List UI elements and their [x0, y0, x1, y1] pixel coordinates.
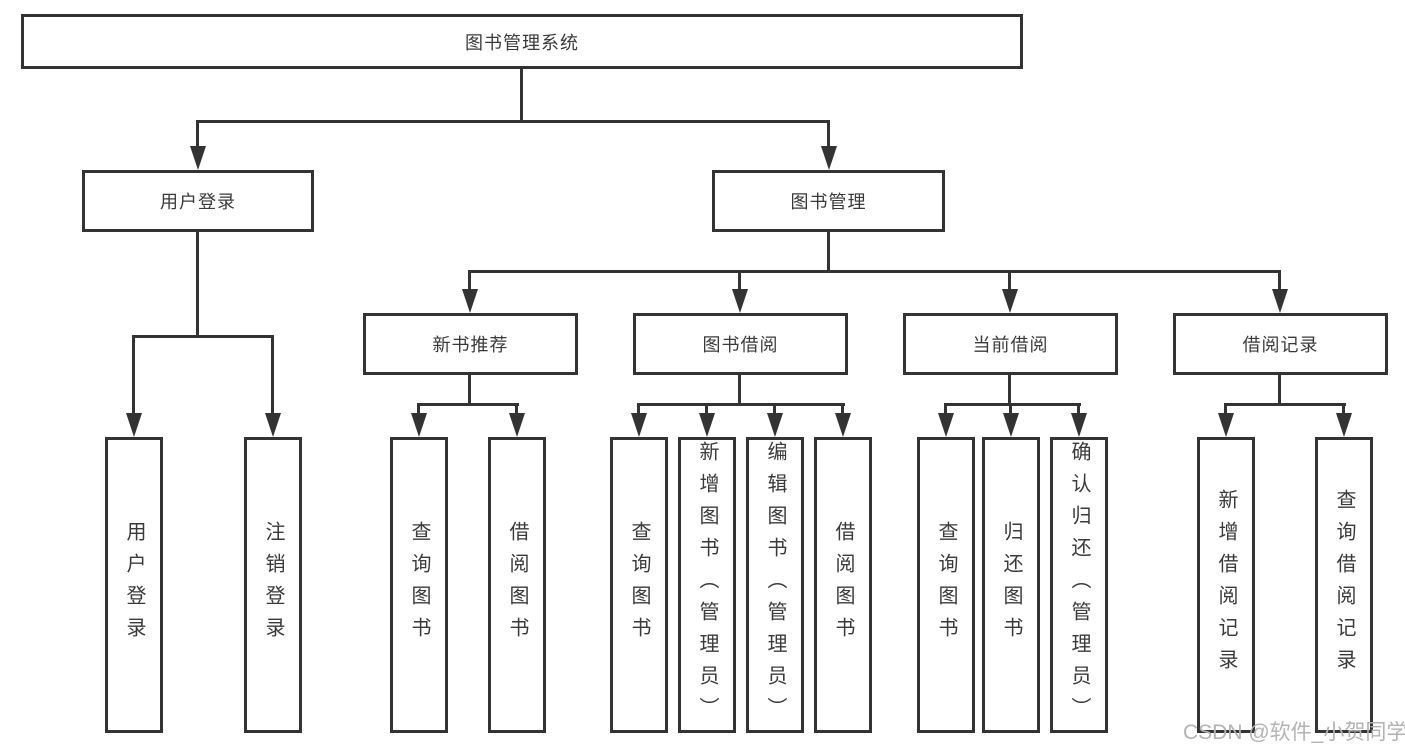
leaf-label: 查询图书	[628, 521, 650, 649]
connector-line	[468, 375, 471, 405]
arrowhead-icon	[631, 413, 647, 437]
leaf-label: 查询图书	[935, 521, 957, 649]
leaf-label: 借阅图书	[832, 521, 854, 649]
connector-line	[637, 403, 845, 406]
connector-line	[944, 403, 1081, 406]
node-leaf-user-login: 用户登录	[105, 437, 163, 733]
arrowhead-icon	[1071, 413, 1087, 437]
connector-line	[841, 403, 844, 413]
connector-line	[637, 403, 640, 413]
leaf-label: 新增图书（管理员）	[696, 441, 718, 729]
connector-line	[196, 232, 199, 335]
arrowhead-icon	[190, 146, 206, 170]
arrowhead-icon	[462, 289, 478, 313]
node-borrow-records: 借阅记录	[1173, 313, 1388, 375]
node-new-book-recommend: 新书推荐	[363, 313, 578, 375]
node-leaf-borrow-books: 借阅图书	[814, 437, 872, 733]
node-user-login: 用户登录	[82, 170, 314, 232]
connector-line	[271, 335, 274, 413]
node-current-borrow: 当前借阅	[903, 313, 1118, 375]
leaf-label: 用户登录	[123, 521, 145, 649]
connector-line	[773, 403, 776, 413]
arrowhead-icon	[411, 413, 427, 437]
node-leaf-return-books: 归还图书	[982, 437, 1040, 733]
node-leaf-add-borrow-record: 新增借阅记录	[1197, 437, 1255, 733]
connector-line	[1278, 270, 1281, 289]
watermark-text: CSDN @软件_小贺同学	[1183, 721, 1405, 744]
arrowhead-icon	[835, 413, 851, 437]
node-book-borrow: 图书借阅	[633, 313, 848, 375]
connector-line	[738, 270, 741, 289]
arrowhead-icon	[699, 413, 715, 437]
connector-line	[468, 270, 1281, 273]
arrowhead-icon	[1272, 289, 1288, 313]
arrowhead-icon	[126, 413, 142, 437]
arrowhead-icon	[1336, 413, 1352, 437]
leaf-label: 注销登录	[262, 521, 284, 649]
node-leaf-confirm-return-admin: 确认归还（管理员）	[1050, 437, 1108, 733]
connector-line	[132, 335, 274, 338]
connector-line	[738, 375, 741, 405]
arrowhead-icon	[509, 413, 525, 437]
leaf-label: 查询借阅记录	[1333, 489, 1355, 681]
connector-line	[1008, 270, 1011, 289]
connector-line	[1224, 403, 1227, 413]
connector-line	[705, 403, 708, 413]
node-leaf-query-books-current: 查询图书	[917, 437, 975, 733]
connector-line	[1342, 403, 1345, 413]
node-root: 图书管理系统	[21, 14, 1023, 69]
node-leaf-logout: 注销登录	[244, 437, 302, 733]
connector-line	[1077, 403, 1080, 413]
arrowhead-icon	[821, 146, 837, 170]
node-leaf-add-books-admin: 新增图书（管理员）	[678, 437, 736, 733]
node-book-management: 图书管理	[712, 170, 945, 232]
arrowhead-icon	[265, 413, 281, 437]
node-leaf-query-books-recommend: 查询图书	[390, 437, 448, 733]
connector-line	[196, 120, 830, 123]
arrowhead-icon	[767, 413, 783, 437]
connector-line	[1224, 403, 1346, 406]
arrowhead-icon	[1218, 413, 1234, 437]
leaf-label: 新增借阅记录	[1215, 489, 1237, 681]
leaf-label: 借阅图书	[506, 521, 528, 649]
arrowhead-icon	[732, 289, 748, 313]
connector-line	[1009, 403, 1012, 413]
node-leaf-borrow-books-recommend: 借阅图书	[488, 437, 546, 733]
leaf-label: 归还图书	[1000, 521, 1022, 649]
leaf-label: 确认归还（管理员）	[1068, 441, 1090, 729]
connector-line	[417, 403, 519, 406]
connector-line	[1278, 375, 1281, 405]
node-leaf-query-books-borrow: 查询图书	[610, 437, 668, 733]
node-leaf-query-borrow-record: 查询借阅记录	[1315, 437, 1373, 733]
leaf-label: 查询图书	[408, 521, 430, 649]
connector-line	[132, 335, 135, 413]
node-leaf-edit-books-admin: 编辑图书（管理员）	[746, 437, 804, 733]
connector-line	[196, 120, 199, 146]
arrowhead-icon	[1003, 413, 1019, 437]
arrowhead-icon	[1002, 289, 1018, 313]
connector-line	[515, 403, 518, 413]
connector-line	[417, 403, 420, 413]
leaf-label: 编辑图书（管理员）	[764, 441, 786, 729]
connector-line	[944, 403, 947, 413]
connector-line	[827, 232, 830, 272]
connector-line	[827, 120, 830, 146]
connector-line	[520, 69, 523, 120]
connector-line	[1008, 375, 1011, 405]
connector-line	[468, 270, 471, 289]
arrowhead-icon	[938, 413, 954, 437]
